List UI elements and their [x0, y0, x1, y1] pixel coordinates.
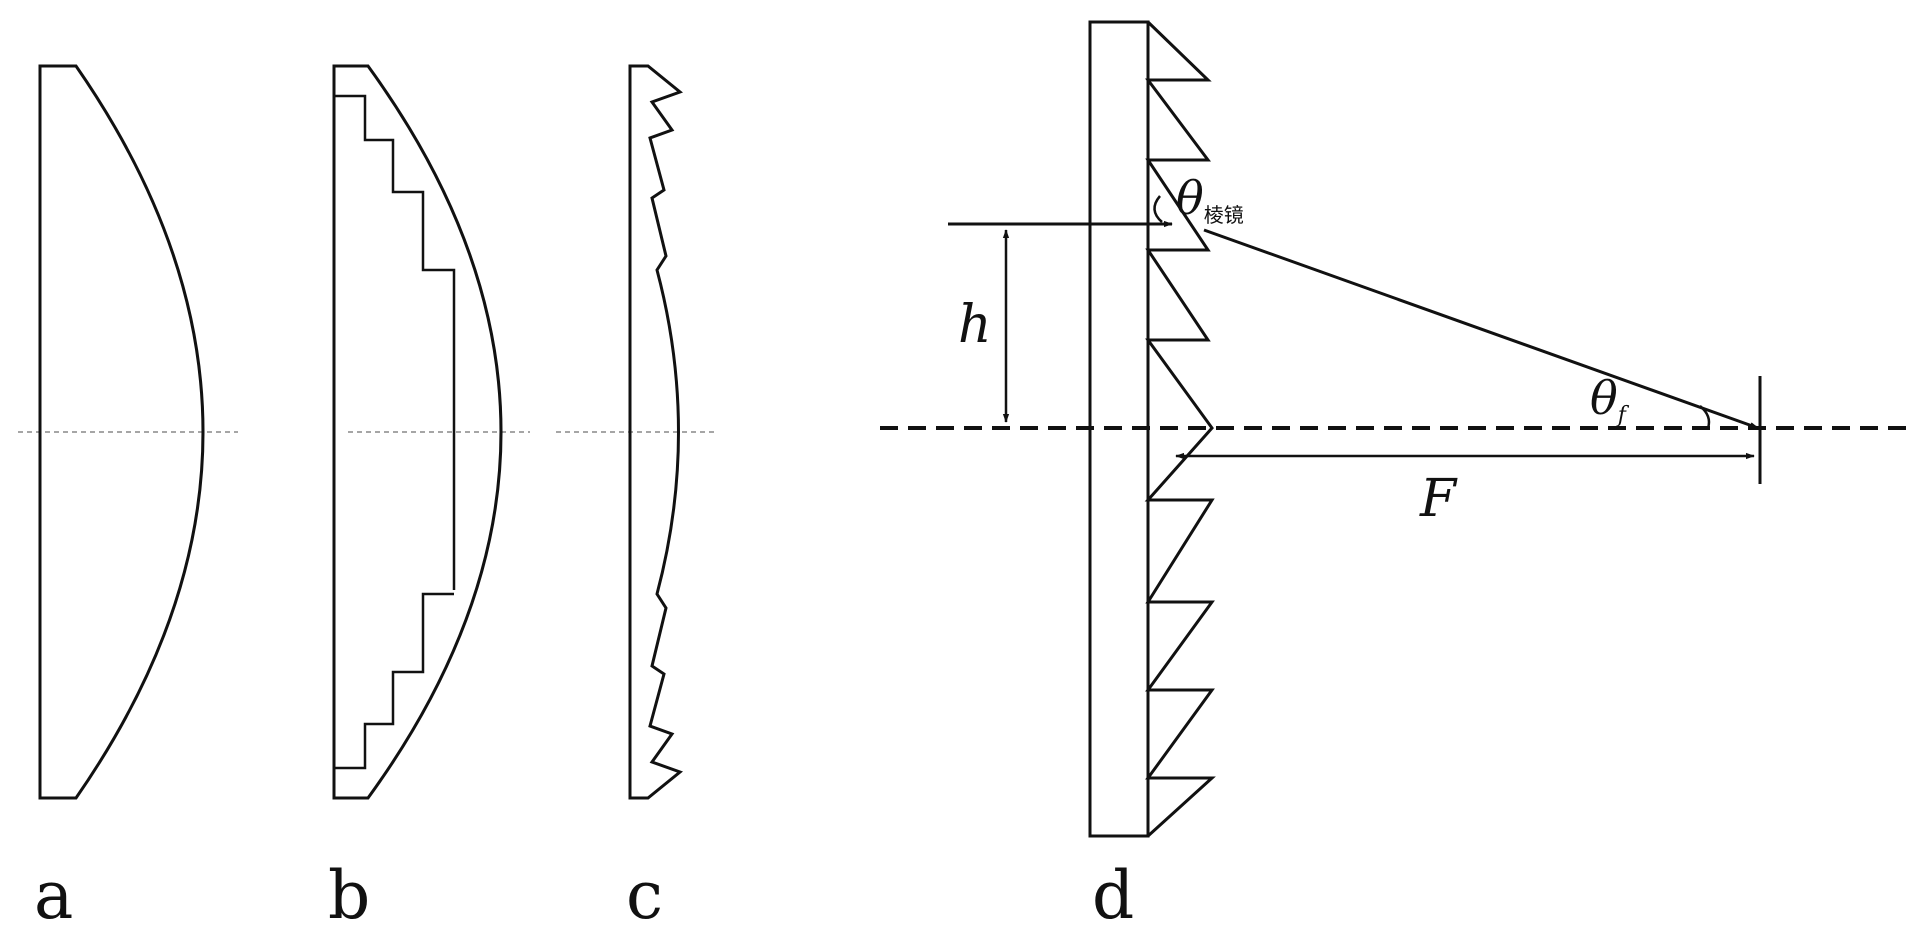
panel-d-refracted-ray — [1203, 228, 1759, 430]
panel-b-lower-steps — [334, 592, 454, 770]
panel-d-h-label: h — [958, 295, 992, 355]
theta-f-subscript: f — [1616, 403, 1630, 428]
panel-d-prism-grooves — [1144, 20, 1216, 838]
panel-d-F-label: F — [1419, 469, 1458, 529]
panel-c-lens-outline — [628, 64, 684, 800]
panel-d-label: d — [1092, 857, 1134, 934]
panel-d-focus-angle-arc — [1699, 405, 1711, 429]
panel-c-label: c — [626, 857, 663, 934]
panel-b-stepped-lens: b — [328, 64, 530, 934]
theta-prism-subscript: 棱镜 — [1204, 203, 1244, 227]
panel-a-plano-convex-lens: a — [18, 64, 238, 934]
theta-f-base: θ — [1590, 371, 1618, 425]
panel-d-fresnel-geometry: θ棱镜 θf h F d — [880, 20, 1906, 934]
panel-b-lens-outline — [332, 64, 503, 800]
panel-d-substrate — [1088, 20, 1150, 838]
panel-a-lens-outline — [38, 64, 205, 800]
panel-a-label: a — [34, 857, 73, 934]
panel-b-upper-steps — [334, 94, 456, 590]
theta-prism-base: θ — [1176, 171, 1204, 225]
panel-d-prism-angle-arc — [1153, 195, 1163, 223]
panel-b-label: b — [328, 857, 370, 934]
panel-c-fresnel-profile: c — [556, 64, 714, 934]
panel-d-theta-prism-label: θ棱镜 — [1176, 171, 1244, 227]
